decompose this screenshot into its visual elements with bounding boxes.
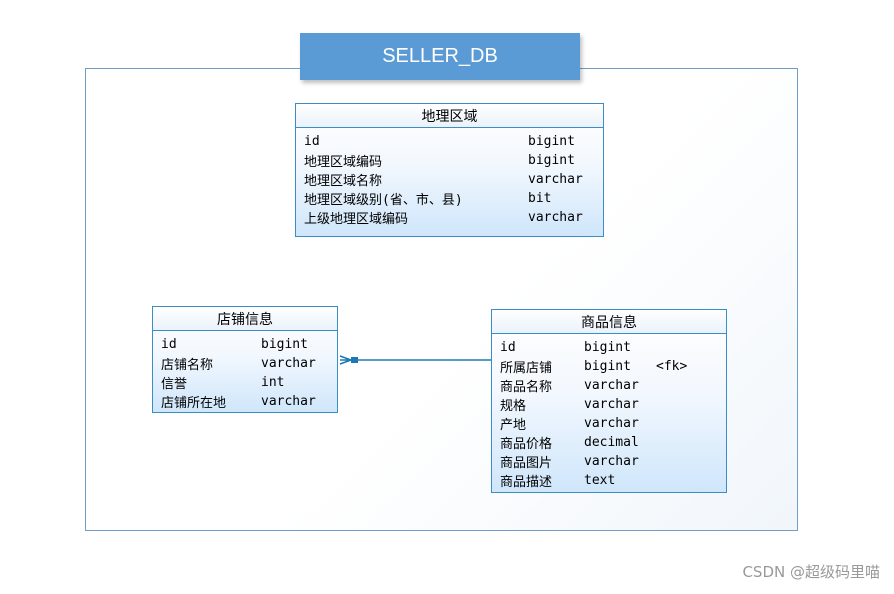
column-name: 规格 — [500, 399, 527, 414]
table-row: id bigint — [304, 132, 595, 151]
table-row: 商品价格 decimal — [500, 433, 718, 452]
column-name: 店铺所在地 — [161, 396, 227, 411]
column-type: bit — [528, 191, 552, 206]
table-row: 店铺名称 varchar — [161, 354, 329, 373]
column-type: varchar — [528, 210, 583, 225]
table-row: id bigint — [500, 338, 718, 357]
column-name: 地理区域级别(省、市、县) — [304, 193, 463, 208]
column-name: id — [304, 134, 320, 149]
table-row: 地理区域名称 varchar — [304, 170, 595, 189]
column-name: 地理区域编码 — [304, 155, 383, 170]
table-row: 所属店铺 bigint <fk> — [500, 357, 718, 376]
column-type: varchar — [528, 172, 583, 187]
column-name: 商品图片 — [500, 456, 553, 471]
watermark: CSDN @超级码里喵 — [742, 563, 880, 581]
column-type: bigint — [584, 359, 631, 374]
table-row: id bigint — [161, 335, 329, 354]
table-row: 店铺所在地 varchar — [161, 392, 329, 411]
column-name: 店铺名称 — [161, 358, 214, 373]
column-name: 所属店铺 — [500, 361, 553, 376]
column-name: 商品名称 — [500, 380, 553, 395]
table-header: 店铺信息 — [153, 307, 337, 331]
column-type: varchar — [261, 394, 316, 409]
column-type: varchar — [584, 397, 639, 412]
table-row: 商品图片 varchar — [500, 452, 718, 471]
column-type: int — [261, 375, 285, 390]
table-region[interactable]: 地理区域 id bigint 地理区域编码 bigint 地理区域名称 varchar… — [295, 103, 604, 237]
column-type: bigint — [261, 337, 308, 352]
column-type: bigint — [584, 340, 631, 355]
table-shop[interactable]: 店铺信息 id bigint 店铺名称 varchar 信誉 int 店铺所在地 var… — [152, 306, 338, 413]
column-name: 地理区域名称 — [304, 174, 383, 189]
table-row: 规格 varchar — [500, 395, 718, 414]
table-row: 信誉 int — [161, 373, 329, 392]
column-name: id — [500, 340, 516, 355]
table-row: 产地 varchar — [500, 414, 718, 433]
column-type: varchar — [584, 378, 639, 393]
table-row: 商品名称 varchar — [500, 376, 718, 395]
column-type: bigint — [528, 134, 575, 149]
column-name: 商品价格 — [500, 437, 553, 452]
column-type: bigint — [528, 153, 575, 168]
column-name: 商品描述 — [500, 475, 553, 490]
schema-title: SELLER_DB — [300, 33, 580, 80]
column-name: 产地 — [500, 418, 527, 433]
table-header: 地理区域 — [296, 104, 603, 128]
column-type: text — [584, 473, 616, 488]
crows-foot-icon — [339, 355, 352, 365]
column-note: <fk> — [656, 359, 688, 374]
table-row: 商品描述 text — [500, 471, 718, 490]
connector-marker — [351, 357, 358, 363]
table-row: 地理区域编码 bigint — [304, 151, 595, 170]
column-name: 信誉 — [161, 377, 188, 392]
column-type: decimal — [584, 435, 639, 450]
column-type: varchar — [584, 416, 639, 431]
column-type: varchar — [584, 454, 639, 469]
table-row: 地理区域级别(省、市、县) bit — [304, 189, 595, 208]
table-header: 商品信息 — [492, 310, 726, 334]
column-name: 上级地理区域编码 — [304, 212, 409, 227]
column-name: id — [161, 337, 177, 352]
column-type: varchar — [261, 356, 316, 371]
table-row: 上级地理区域编码 varchar — [304, 208, 595, 227]
table-product[interactable]: 商品信息 id bigint 所属店铺 bigint <fk> 商品名称 varchar… — [491, 309, 727, 493]
